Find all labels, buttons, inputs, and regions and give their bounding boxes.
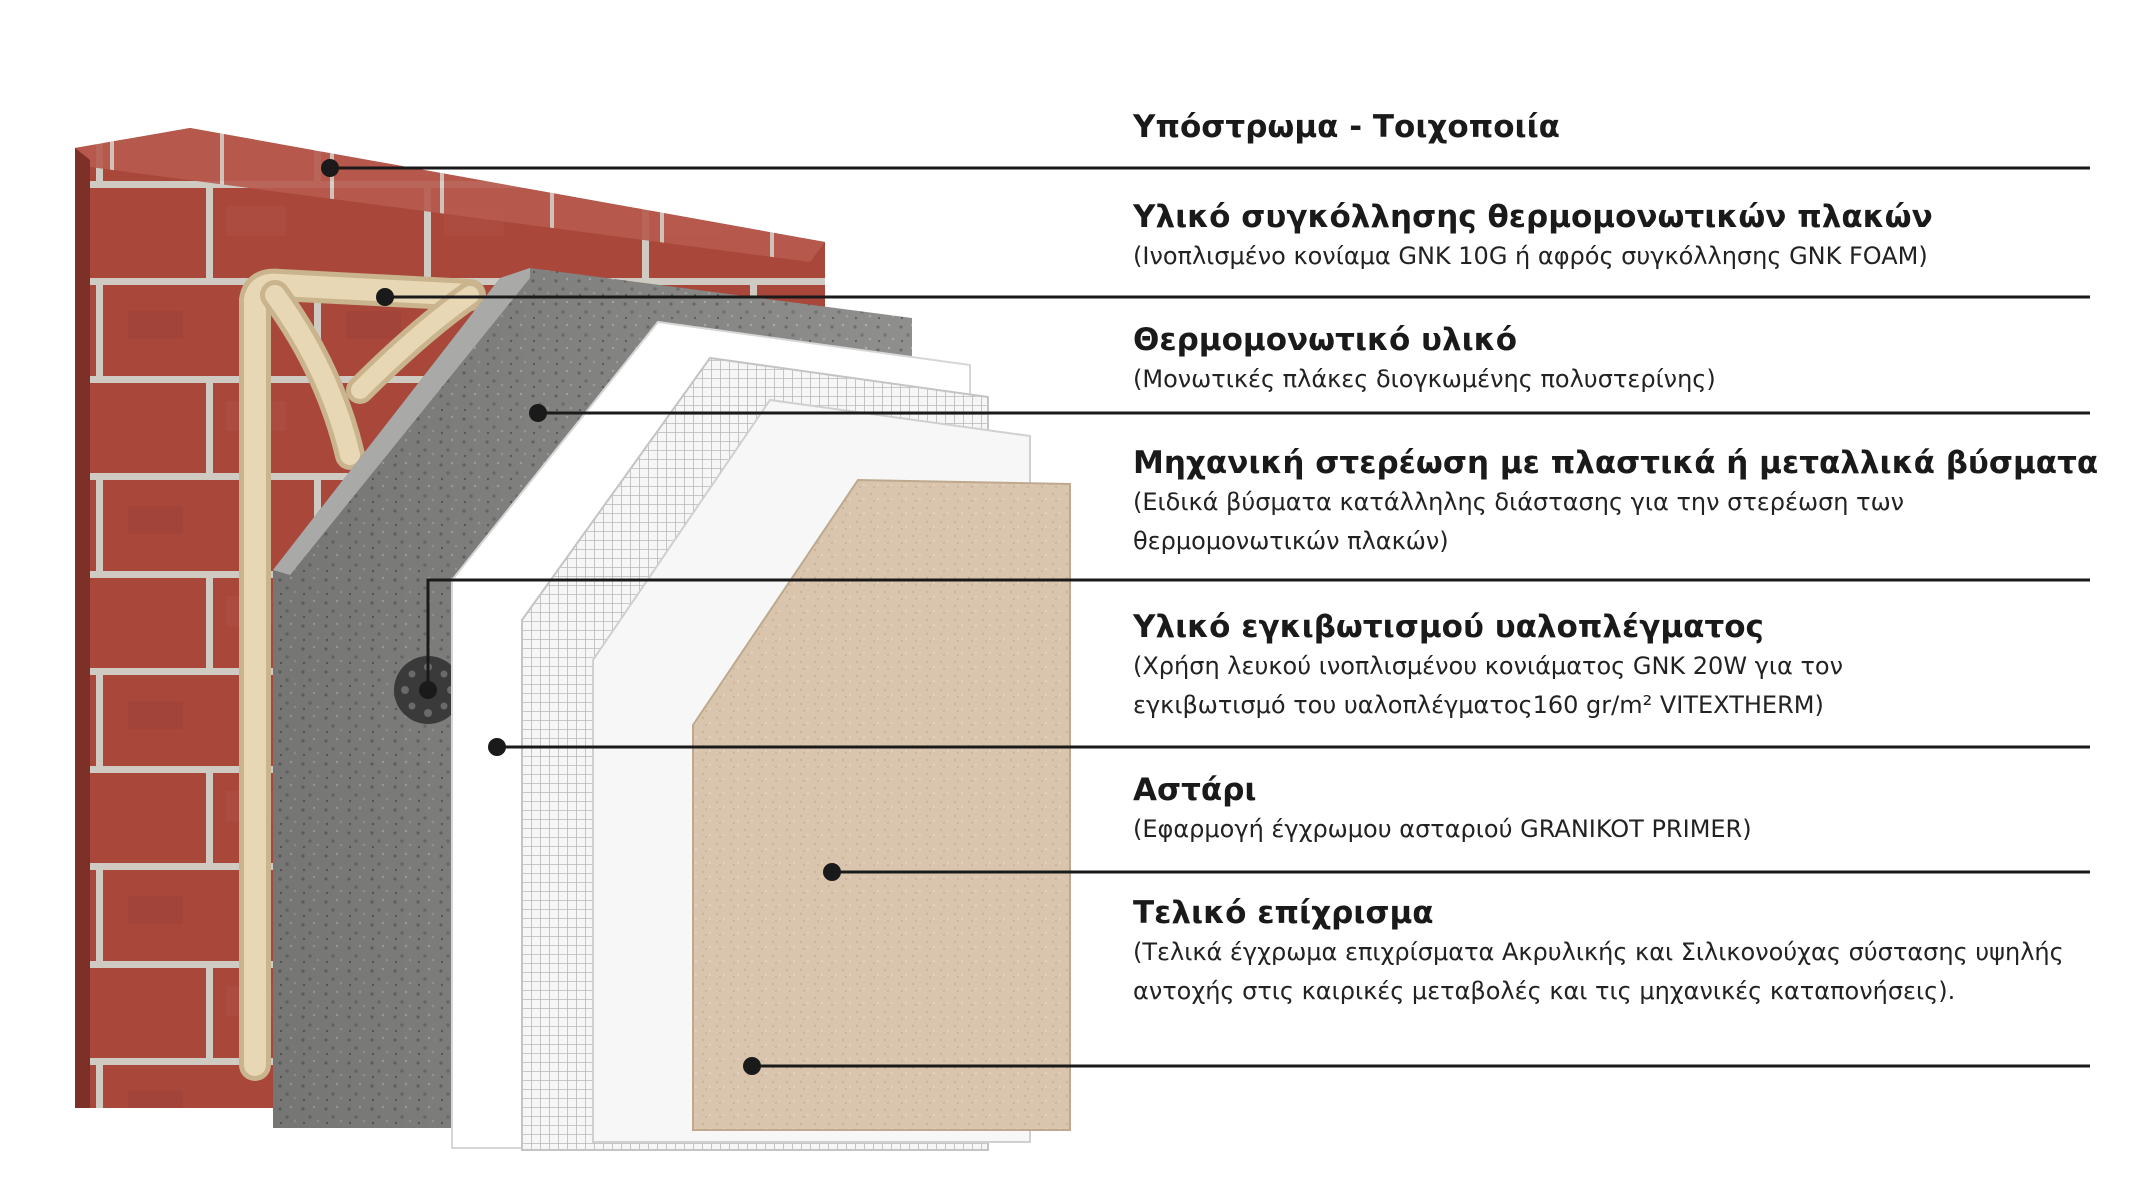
label-title: Υπόστρωμα - Τοιχοποιία xyxy=(1133,107,2113,147)
label-description: (Εφαρμογή έγχρωμου ασταριού GRANIKOT PRI… xyxy=(1133,810,2113,849)
label-title: Τελικό επίχρισμα xyxy=(1133,893,2113,933)
label-description: (Τελικά έγχρωμα επιχρίσματα Ακρυλικής κα… xyxy=(1133,933,2093,1011)
label-mechanical-fixing: Μηχανική στερέωση με πλαστικά ή μεταλλικ… xyxy=(1133,443,2083,561)
label-description: (Ειδικά βύσματα κατάλληλης διάστασης για… xyxy=(1133,483,2013,561)
leader-adhesive-dot xyxy=(376,288,394,306)
label-title: Αστάρι xyxy=(1133,770,2113,810)
leader-mechanical-fixing-dot xyxy=(419,681,437,699)
label-adhesive: Υλικό συγκόλλησης θερμομονωτικών πλακών … xyxy=(1133,197,2113,276)
leader-insulation-dot xyxy=(529,404,547,422)
label-primer: Αστάρι (Εφαρμογή έγχρωμου ασταριού GRANI… xyxy=(1133,770,2113,849)
leader-substrate-dot xyxy=(321,159,339,177)
label-substrate: Υπόστρωμα - Τοιχοποιία xyxy=(1133,107,2113,147)
label-insulation: Θερμομονωτικό υλικό (Μονωτικές πλάκες δι… xyxy=(1133,320,2113,399)
label-title: Υλικό εγκιβωτισμού υαλοπλέγματος xyxy=(1133,607,2113,647)
label-title: Μηχανική στερέωση με πλαστικά ή μεταλλικ… xyxy=(1133,443,2083,483)
label-title: Υλικό συγκόλλησης θερμομονωτικών πλακών xyxy=(1133,197,2113,237)
leader-base-coat-dot xyxy=(488,738,506,756)
leader-primer-dot xyxy=(823,863,841,881)
label-title: Θερμομονωτικό υλικό xyxy=(1133,320,2113,360)
label-description: (Ινοπλισμένο κονίαμα GNK 10G ή αφρός συγ… xyxy=(1133,237,2113,276)
label-finish-render: Τελικό επίχρισμα (Τελικά έγχρωμα επιχρίσ… xyxy=(1133,893,2113,1011)
label-description: (Χρήση λευκού ινοπλισμένου κονιάματος GN… xyxy=(1133,647,2003,725)
label-description: (Μονωτικές πλάκες διογκωμένης πολυστερίν… xyxy=(1133,360,2113,399)
leader-finish-render-dot xyxy=(743,1057,761,1075)
label-base-coat: Υλικό εγκιβωτισμού υαλοπλέγματος (Χρήση … xyxy=(1133,607,2113,725)
